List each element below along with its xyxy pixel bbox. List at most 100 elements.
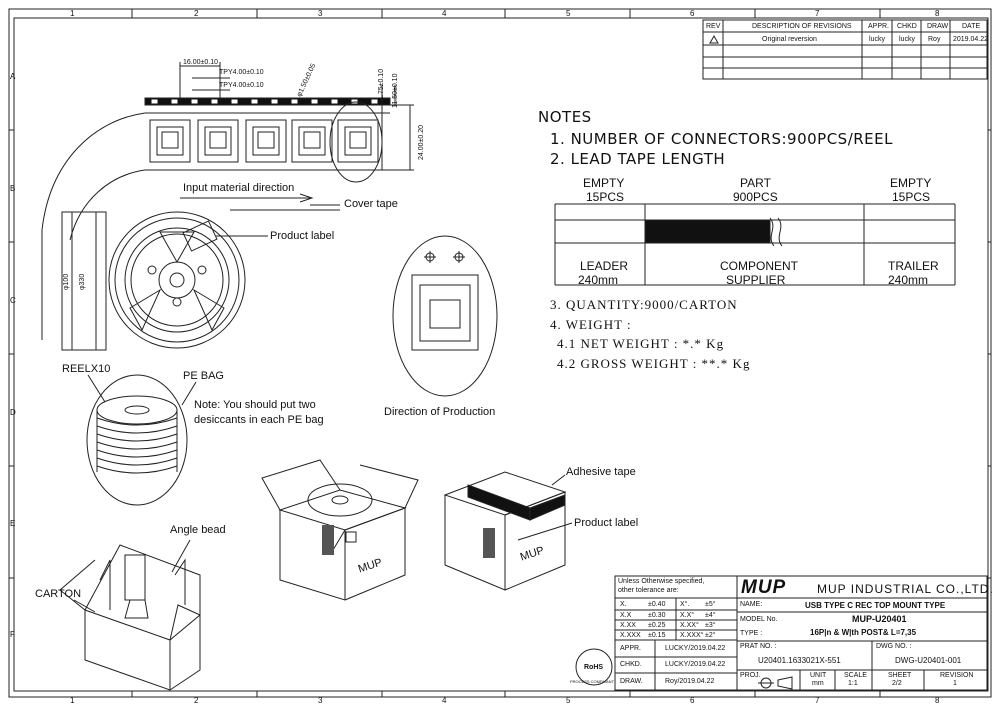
reel-drawing [61, 209, 340, 351]
note-2: 2. LEAD TAPE LENGTH [550, 150, 726, 168]
tape-part-pcs: 900PCS [733, 190, 778, 204]
label-adhesive-tape: Adhesive tape [566, 466, 636, 478]
scale-label: SCALE [844, 672, 867, 679]
carrier-tape [41, 62, 414, 340]
proj-label: PROJ. [740, 672, 761, 679]
zone-col-6: 6 [690, 9, 695, 18]
tolerance-title-2: other tolerance are: [618, 587, 679, 594]
dim-tpy-2: TPY4.00±0.10 [219, 82, 264, 89]
tol-ang-3: ±3° [705, 622, 716, 629]
production-detail [392, 235, 498, 397]
label-product-label-2: Product label [574, 517, 639, 529]
label-carton: CARTON [35, 588, 82, 600]
tape-trailer: TRAILER [888, 259, 939, 273]
tol-angdim-3: X.XX° [680, 622, 699, 629]
tol-dim-1: X. [620, 601, 627, 608]
tape-leader: LEADER [580, 259, 629, 273]
dim-width: 24.00±0.20 [418, 125, 425, 160]
carton-open [59, 539, 201, 691]
revision-value: 1 [953, 680, 957, 687]
part-no-value: U20401.1633021X-551 [758, 656, 841, 665]
dwg-no-value: DWG-U20401-001 [895, 656, 962, 665]
zone-col-8-bottom: 8 [935, 696, 940, 705]
tape-empty-left-pcs: 15PCS [586, 190, 625, 204]
name-value: USB TYPE C REC TOP MOUNT TYPE [805, 601, 946, 610]
tol-angdim-2: X.X° [680, 612, 695, 619]
sheet-label: SHEET [888, 672, 912, 679]
zone-col-5-bottom: 5 [566, 696, 571, 705]
label-angle-bead: Angle bead [170, 524, 226, 536]
tol-dim-2: X.X [620, 612, 632, 619]
draw-label: DRAW. [620, 678, 643, 685]
tape-supplier: SUPPLIER [726, 273, 786, 287]
zone-row-f: F [10, 630, 15, 639]
box-closed [443, 471, 573, 591]
label-input-direction: Input material direction [183, 182, 295, 194]
zone-col-6-bottom: 6 [690, 696, 695, 705]
label-desiccant-note-2: desiccants in each PE bag [194, 414, 324, 426]
tol-ang-4: ±2° [705, 632, 716, 639]
scale-value: 1:1 [848, 680, 858, 687]
label-cover-tape: Cover tape [344, 198, 398, 210]
rev-header-chkd: CHKD [897, 23, 917, 30]
lead-tape-diagram [554, 203, 956, 286]
zone-col-2-bottom: 2 [194, 696, 199, 705]
zone-col-7-bottom: 7 [815, 696, 820, 705]
note-4-1: 4.1 NET WEIGHT : *.* Kg [557, 336, 725, 351]
rev-chkd: lucky [899, 36, 915, 43]
rev-date: 2019.04.22 [953, 36, 989, 43]
appr-value: LUCKY/2019.04.22 [665, 645, 726, 652]
rev-header-appr: APPR. [868, 23, 890, 30]
rev-header-date: DATE [962, 23, 981, 30]
model-label: MODEL No. [740, 616, 778, 623]
dim-edge: 1.75±0.10 [378, 68, 385, 100]
dim-edge-2: 11.50±0.10 [392, 73, 399, 108]
tol-dim-3: X.XX [620, 622, 636, 629]
zone-row-d: D [10, 408, 16, 417]
chkd-label: CHKD. [620, 661, 642, 668]
tol-angdim-1: X°. [680, 601, 690, 608]
label-reel-x10: REELX10 [62, 363, 111, 375]
chkd-value: LUCKY/2019.04.22 [665, 661, 726, 668]
zone-col-4-bottom: 4 [442, 696, 447, 705]
type-value: 16P|n & W|th POST& L=7,35 [810, 628, 917, 637]
note-4-2: 4.2 GROSS WEIGHT : **.* Kg [557, 356, 751, 371]
note-3: 3. QUANTITY:9000/CARTON [550, 297, 738, 312]
model-value: MUP-U20401 [852, 614, 907, 624]
zone-row-c: C [10, 296, 16, 305]
revision-table-grid [702, 19, 988, 80]
tape-trailer-len: 240mm [888, 273, 929, 287]
label-direction-production: Direction of Production [384, 406, 496, 418]
zone-col-1: 1 [70, 9, 75, 18]
dim-pitch: 16.00±0.10 [183, 59, 218, 66]
dim-tpy-1: TPY4.00±0.10 [219, 69, 264, 76]
box-open [261, 459, 419, 601]
note-1: 1. NUMBER OF CONNECTORS:900PCS/REEL [550, 130, 893, 148]
type-label: TYPE : [740, 630, 763, 637]
zone-col-8: 8 [935, 9, 940, 18]
tol-ang-2: ±4° [705, 612, 716, 619]
label-product-label: Product label [270, 230, 335, 242]
rohs-logo: RoHS [584, 664, 604, 671]
appr-label: APPR. [620, 645, 642, 652]
zone-col-5: 5 [566, 9, 571, 18]
dwg-no-label: DWG NO. : [876, 643, 912, 650]
label-pe-bag: PE BAG [183, 370, 224, 382]
tol-lin-2: ±0.30 [648, 612, 666, 619]
tape-leader-len: 240mm [578, 273, 619, 287]
tol-lin-3: ±0.25 [648, 622, 666, 629]
draw-value: Roy/2019.04.22 [665, 678, 715, 685]
zone-col-3-bottom: 3 [318, 696, 323, 705]
outer-border [8, 8, 992, 698]
label-desiccant-note-1: Note: You should put two [194, 399, 316, 411]
rev-description: Original reversion [762, 36, 817, 43]
company-name: MUP INDUSTRIAL CO.,LTD. [817, 582, 994, 596]
title-block-grid [575, 575, 988, 691]
zone-col-3: 3 [318, 9, 323, 18]
tol-angdim-4: X.XXX° [680, 632, 704, 639]
tape-component: COMPONENT [720, 259, 798, 273]
rev-header-rev: REV [706, 23, 721, 30]
rohs-sub: PROCESS COMPLIANT [570, 679, 615, 684]
